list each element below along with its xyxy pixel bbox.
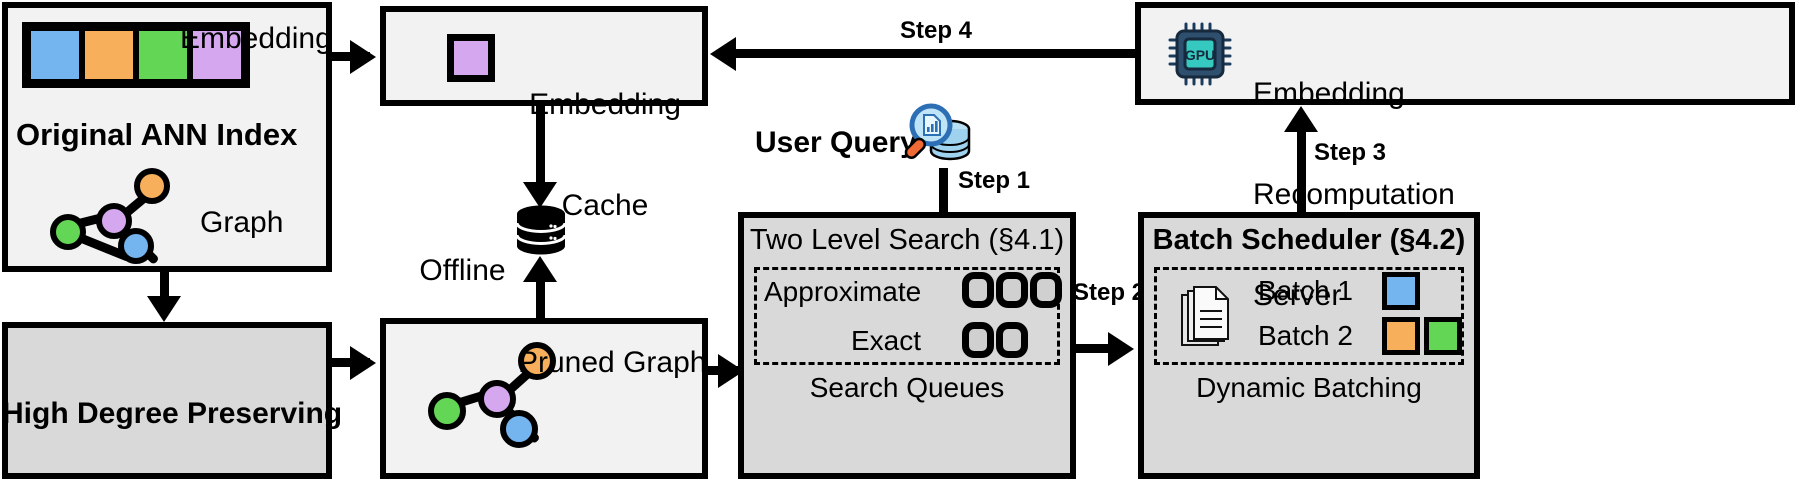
- original-graph: [40, 168, 170, 266]
- arrow-step2-shaft: [1076, 344, 1126, 353]
- two-level-search-title: Two Level Search (§4.1): [749, 224, 1065, 256]
- arrow-step4-shaft: [730, 49, 1135, 58]
- approximate-queue-slot[interactable]: [1030, 272, 1062, 308]
- embedding-cache-line2: Cache: [561, 188, 649, 222]
- gpu-chip-icon: GPU: [1168, 22, 1232, 86]
- arrow-index-to-cache-head: [350, 40, 376, 74]
- recomputation-server-title: Embedding Recomputation Server: [1253, 10, 1455, 380]
- graph-node-blue: [118, 228, 154, 264]
- arrow-step3-head: [1284, 106, 1318, 132]
- arrow-step1-shaft: [939, 168, 948, 216]
- exact-row-label: Exact: [851, 325, 922, 356]
- approximate-queue-slot[interactable]: [962, 272, 994, 308]
- arrow-step3-shaft: [1297, 130, 1306, 212]
- batch-1-item-blue: [1382, 272, 1420, 310]
- step-1-label: Step 1: [958, 167, 1031, 194]
- exact-queue-slot[interactable]: [996, 322, 1028, 358]
- embedding-cache-box: [380, 6, 708, 106]
- arrow-pruning-to-pruned-head: [350, 346, 376, 380]
- batch-2-label: Batch 2: [1258, 320, 1353, 351]
- recomputation-server-line2: Recomputation: [1253, 177, 1455, 211]
- step-2-label: Step 2: [1073, 279, 1146, 306]
- graph-pruning-line1: High Degree Preserving: [2, 397, 343, 431]
- approximate-row-label: Approximate: [764, 276, 922, 307]
- documents-stack-icon: [1176, 285, 1234, 351]
- arrow-cache-to-storage-shaft: [536, 106, 545, 186]
- exact-queue-slot[interactable]: [962, 322, 994, 358]
- embedding-cache-line1: Embedding: [529, 88, 681, 122]
- embedding-cell-green: [136, 28, 190, 82]
- embedding-cell-blue: [28, 28, 82, 82]
- recomputation-server-box: [1135, 2, 1795, 105]
- batch-1-label: Batch 1: [1258, 275, 1353, 306]
- batch-scheduler-title: Batch Scheduler (§4.2): [1152, 224, 1466, 256]
- graph-pruning-box: [2, 322, 332, 479]
- graph-label: Graph: [200, 206, 284, 239]
- search-queues-panel: [754, 267, 1060, 365]
- pruned-graph-label: Pruned Graph: [518, 346, 707, 379]
- approximate-queue-slot[interactable]: [996, 272, 1028, 308]
- graph-node-blue: [500, 410, 538, 448]
- user-query-label: User Query: [755, 126, 917, 159]
- original-ann-index-title: Original ANN Index: [16, 117, 298, 152]
- graph-node-orange: [518, 342, 556, 380]
- recomputation-server-line1: Embedding: [1253, 77, 1405, 111]
- magnifier-document-database-icon: [900, 103, 972, 171]
- recomputation-server-line3: Server: [1253, 278, 1342, 312]
- arrow-pruned-to-storage-head: [523, 256, 557, 282]
- graph-node-orange: [134, 168, 170, 204]
- arrow-cache-to-storage-head: [523, 182, 557, 208]
- embedding-cache-title: Embedding Cache: [510, 21, 700, 290]
- graph-node-green: [428, 392, 466, 430]
- batch-2-item-orange: [1382, 317, 1420, 355]
- step-3-label: Step 3: [1314, 139, 1387, 166]
- batch-scheduler-box: [1138, 212, 1480, 479]
- embedding-cell-orange: [82, 28, 136, 82]
- arrow-step4-head: [710, 37, 736, 71]
- graph-pruning-title: High Degree Preserving Graph Pruning (§5…: [2, 330, 343, 481]
- embedding-cell-purple: [190, 28, 244, 82]
- arrow-index-to-pruning-shaft: [160, 272, 169, 300]
- batch-2-item-green: [1424, 317, 1462, 355]
- arrow-pruned-to-storage-shaft: [536, 276, 545, 322]
- embedding-color-strip: [22, 22, 250, 88]
- arrow-step2-head: [1108, 332, 1134, 366]
- svg-text:GPU: GPU: [1185, 47, 1215, 63]
- offline-storage-line1: Offline: [419, 254, 506, 288]
- dynamic-batching-panel: [1154, 267, 1464, 365]
- embedding-label: Embedding: [180, 22, 332, 55]
- dynamic-batching-footer: Dynamic Batching: [1196, 372, 1422, 403]
- pruned-graph: [420, 340, 556, 448]
- graph-node-green: [50, 214, 86, 250]
- search-queues-footer: Search Queues: [809, 372, 1005, 403]
- arrow-index-to-pruning-head: [147, 296, 181, 322]
- database-cylinder-icon: [515, 205, 567, 255]
- step-4-label: Step 4: [900, 17, 973, 44]
- embedding-cache-chip: [447, 34, 495, 82]
